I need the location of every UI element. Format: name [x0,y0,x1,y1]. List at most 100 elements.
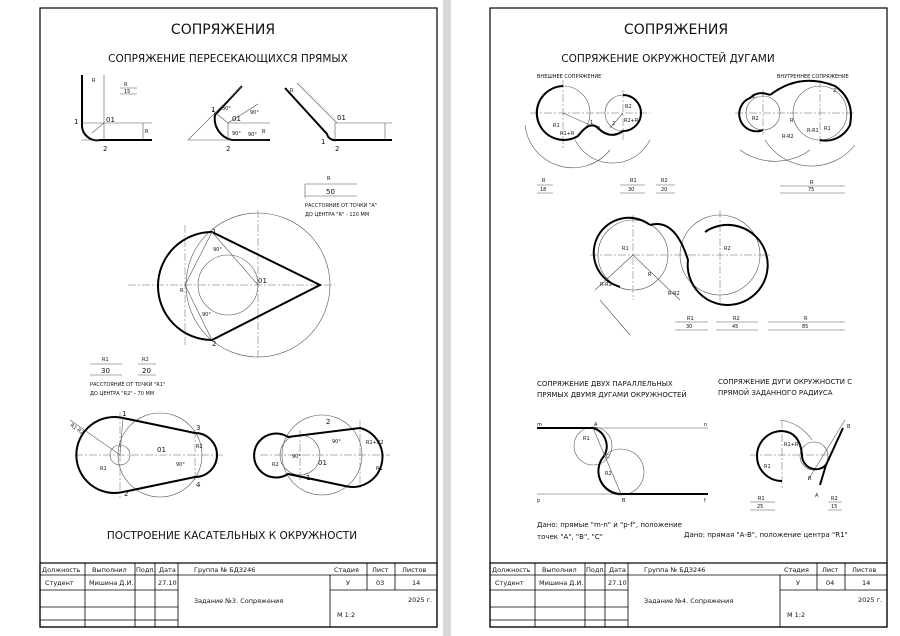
section-arc-line-2: ПРЯМОЙ ЗАДАННОГО РАДИУСА [718,388,833,397]
drawing-label: R1 [622,246,629,252]
drawing-label: 01 [318,459,327,467]
drawing-label: R1+R [784,442,799,448]
drawing-label: p [537,498,540,504]
drawing-label: 20 [661,187,667,193]
drawing-label: РАССТОЯНИЕ ОТ ТОЧКИ "R1" [90,382,165,388]
drawing-label: Группа № БД3246 [194,566,255,574]
drawing-label: R2 [625,104,632,110]
drawing-label: 90° [202,312,211,318]
drawing-label: 2 [335,145,339,153]
drawing-label: Стадия [784,566,809,574]
drawing-label: R [92,78,96,84]
drawing-label: 14 [862,579,870,587]
drawing-label: R [542,178,546,184]
drawing-label: 1 [306,474,310,482]
drawing-label: f [704,498,706,504]
drawing-label: 27.10 [608,579,627,587]
drawing-label: 30 [686,324,692,330]
dimensions-R1-R2: R1 30 R2 20 РАССТОЯНИЕ ОТ ТОЧКИ "R1" ДО … [90,357,165,397]
drawing-label: 90° [248,132,257,138]
drawing-label: R [145,129,149,135]
drawing-label: R [290,88,294,94]
drawing-label: 90° [232,131,241,137]
drawing-label: R2 [724,246,731,252]
drawing-label: 90° [332,439,341,445]
internal-label: ВНУТРЕННЕЕ СОПРЯЖЕНИЕ [777,74,849,80]
drawing-label: R2 [752,116,759,122]
drawing-label: Дата [609,566,626,574]
drawing-label: R2 [733,316,740,322]
drawing-label: 2025 г. [858,596,882,604]
drawing-label: 25 [757,504,763,510]
external-tangent-figure: R1-R2 R1 R2 1 2 3 4 01 90° [69,410,225,498]
sheet-3-drawing: СОПРЯЖЕНИЯ СОПРЯЖЕНИЕ ПЕРЕСЕКАЮЩИХСЯ ПРЯ… [39,7,438,628]
drawing-label: 2025 г. [408,596,432,604]
drawing-label: R1+R [560,131,575,137]
arc-line-figure: R1 R1+R R A B [750,419,851,499]
drawing-label: 27.10 [158,579,177,587]
drawing-label: 01 [232,115,241,123]
drawing-label: R [804,316,808,322]
external-label: ВНЕШНЕЕ СОПРЯЖЕНИЕ [537,74,601,80]
drawing-label: B [847,424,851,430]
internal-conjugation-figure: 1 2 R2 R1 R-R2 R-R1 R [735,79,856,167]
drawing-label: R [790,118,794,124]
drawing-label: Студент [45,579,74,587]
drawing-label: R2+R [624,118,639,124]
drawing-label: 75 [808,187,814,193]
drawing-label: Должность [492,566,531,574]
drawing-label: R [597,126,601,132]
drawing-label: R-R2 [668,291,680,297]
drawing-label: 45 [732,324,738,330]
given-left-2: точек "А", "В", "С" [537,533,603,541]
drawing-label: Задание №3. Сопряжения [194,597,283,605]
drawing-label: 50 [326,188,335,196]
drawing-label: R-R1 [600,282,612,288]
page-title: СОПРЯЖЕНИЯ [171,22,275,38]
given-right: Дано: прямая "А-В", положение центра "R1… [684,531,848,539]
dimension-R-50: R 50 РАССТОЯНИЕ ОТ ТОЧКИ "А" ДО ЦЕНТРА "… [304,176,377,218]
drawing-label: 2 [103,145,107,153]
drawing-label: 01 [157,446,166,454]
drawing-label: R [810,180,814,186]
dimensions-top: R 18 R1 30 R2 20 R 75 [537,178,845,194]
drawing-label: РАССТОЯНИЕ ОТ ТОЧКИ "А" [305,203,377,209]
drawing-label: R1 [553,123,560,129]
title-block: Должность Выполнил Подп. Дата Группа № Б… [489,562,888,628]
drawing-label: 20 [142,367,151,375]
drawing-label: 90° [250,110,259,116]
drawing-label: n [704,422,707,428]
drawing-label: R [124,82,128,88]
section-parallel-line-1: СОПРЯЖЕНИЕ ДВУХ ПАРАЛЛЕЛЬНЫХ [537,380,673,388]
drawing-label: 2 [124,490,128,498]
drawing-label: Подп. [586,566,606,574]
drawing-label: R [262,129,266,135]
drawing-label: 18 [540,187,546,193]
drawing-label: 1 [212,228,216,236]
drawing-label: 2 [833,88,836,94]
drawing-sheet-3: СОПРЯЖЕНИЯ СОПРЯЖЕНИЕ ПЕРЕСЕКАЮЩИХСЯ ПРЯ… [0,0,443,636]
drawing-label: Подп. [136,566,156,574]
drawing-label: C [606,454,610,460]
drawing-label: R1 [376,466,383,472]
sheet-4-drawing: СОПРЯЖЕНИЯ СОПРЯЖЕНИЕ ОКРУЖНОСТЕЙ ДУГАМИ… [489,7,888,628]
right-angle-fillet-figure: R 1 01 2 R R 15 [74,75,152,153]
drawing-label: 2 [612,121,615,127]
drawing-label: R [327,176,331,182]
section-title-tangents: ПОСТРОЕНИЕ КАСАТЕЛЬНЫХ К ОКРУЖНОСТИ [107,530,357,542]
drawing-label: 1 [122,410,126,418]
drawing-label: 01 [258,277,267,285]
drawing-label: 1 [590,120,593,126]
drawing-label: 2 [212,340,216,348]
drawing-label: Группа № БД3246 [644,566,705,574]
section-title: СОПРЯЖЕНИЕ ОКРУЖНОСТЕЙ ДУГАМИ [561,52,774,65]
drawing-label: 15 [124,89,130,95]
drawing-label: Студент [495,579,524,587]
drawing-label: М 1:2 [787,611,805,619]
acute-angle-fillet-figure: 1 01 2 30° 90° 90° 90° R [187,85,270,153]
drawing-label: 1 [321,138,325,146]
drawing-label: Дата [159,566,176,574]
mixed-conjugation-figure: R1 R2 R-R1 R-R2 R [590,210,770,336]
drawing-label: 30° [222,106,231,112]
drawing-sheet-4: СОПРЯЖЕНИЯ СОПРЯЖЕНИЕ ОКРУЖНОСТЕЙ ДУГАМИ… [451,0,900,636]
